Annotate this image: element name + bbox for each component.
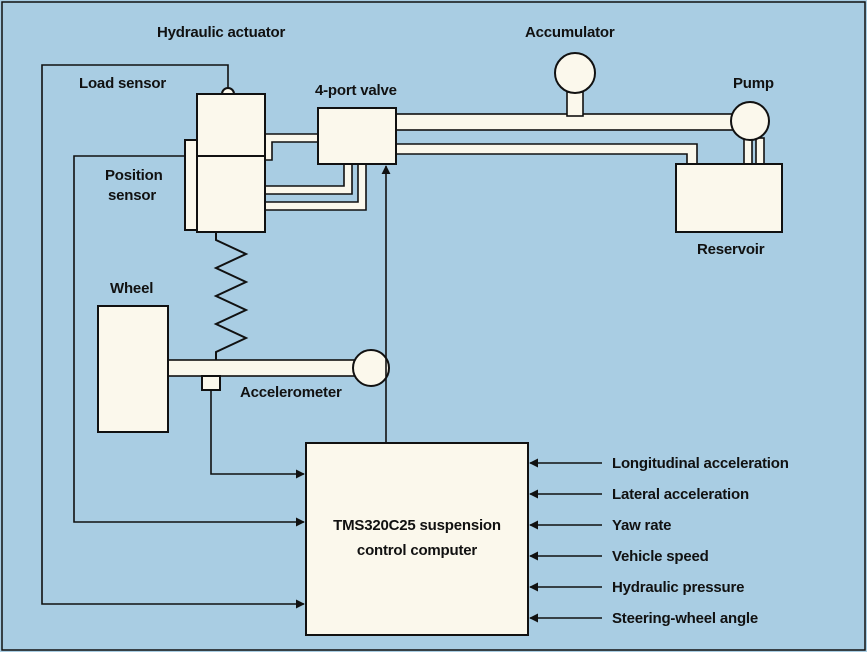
pipe-pump-reservoir-b bbox=[755, 137, 765, 167]
label-reservoir: Reservoir bbox=[697, 241, 765, 258]
label-hydraulic-actuator: Hydraulic actuator bbox=[157, 24, 285, 41]
wire-position-sensor bbox=[73, 155, 305, 527]
wheel-axle bbox=[167, 359, 363, 377]
label-accumulator: Accumulator bbox=[525, 24, 615, 41]
position-sensor-shape bbox=[184, 139, 198, 231]
actuator-lower bbox=[196, 155, 266, 233]
pipe-pump-reservoir-a bbox=[743, 137, 753, 167]
label-valve: 4-port valve bbox=[315, 82, 397, 99]
input-label: Longitudinal acceleration bbox=[612, 455, 789, 472]
wire-load-sensor bbox=[41, 64, 305, 609]
wire-accelerometer bbox=[210, 390, 305, 479]
label-computer-2: control computer bbox=[357, 542, 478, 559]
label-position-sensor-1: Position bbox=[105, 167, 163, 184]
input-label: Lateral acceleration bbox=[612, 486, 749, 503]
wheel-shape bbox=[97, 305, 169, 433]
label-load-sensor: Load sensor bbox=[79, 75, 166, 92]
load-sensor-knob bbox=[220, 87, 236, 95]
valve-shape bbox=[317, 107, 397, 165]
reservoir-shape bbox=[675, 163, 783, 233]
pump-shape bbox=[730, 101, 770, 141]
input-label: Steering-wheel angle bbox=[612, 610, 758, 627]
pipe-valve-actuator-1 bbox=[263, 133, 321, 161]
input-label: Vehicle speed bbox=[612, 548, 709, 565]
actuator-upper bbox=[196, 93, 266, 157]
input-label: Yaw rate bbox=[612, 517, 671, 534]
label-computer-1: TMS320C25 suspension bbox=[333, 517, 501, 534]
input-label: Hydraulic pressure bbox=[612, 579, 744, 596]
label-position-sensor-2: sensor bbox=[108, 187, 156, 204]
label-accelerometer: Accelerometer bbox=[240, 384, 342, 401]
accumulator-shape bbox=[554, 52, 596, 94]
suspension-spring bbox=[213, 232, 249, 360]
pipe-valve-actuator-2 bbox=[263, 163, 353, 195]
label-wheel: Wheel bbox=[110, 280, 153, 297]
accelerometer-shape bbox=[201, 375, 221, 391]
hub-circle bbox=[352, 349, 390, 387]
input-arrows bbox=[529, 458, 602, 623]
pipe-accumulator-stem bbox=[566, 91, 584, 117]
label-pump: Pump bbox=[733, 75, 774, 92]
pipe-valve-reservoir bbox=[395, 143, 698, 165]
control-computer-box bbox=[305, 442, 529, 636]
